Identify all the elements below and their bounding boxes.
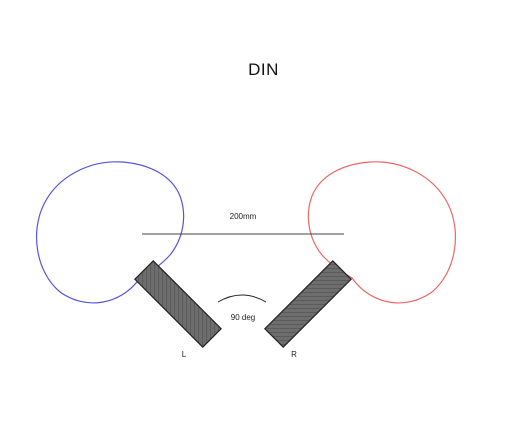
right-mic-body <box>264 260 352 348</box>
spacing-label: 200mm <box>230 212 257 221</box>
angle-label: 90 deg <box>231 313 255 322</box>
diagram-title: DIN <box>248 60 279 79</box>
angle-arc <box>217 294 267 303</box>
left-mic-body <box>134 260 222 348</box>
left-mic-label: L <box>182 350 187 359</box>
left-polar-pattern <box>35 161 185 304</box>
right-mic-label: R <box>291 350 297 359</box>
right-polar-pattern <box>307 161 457 304</box>
